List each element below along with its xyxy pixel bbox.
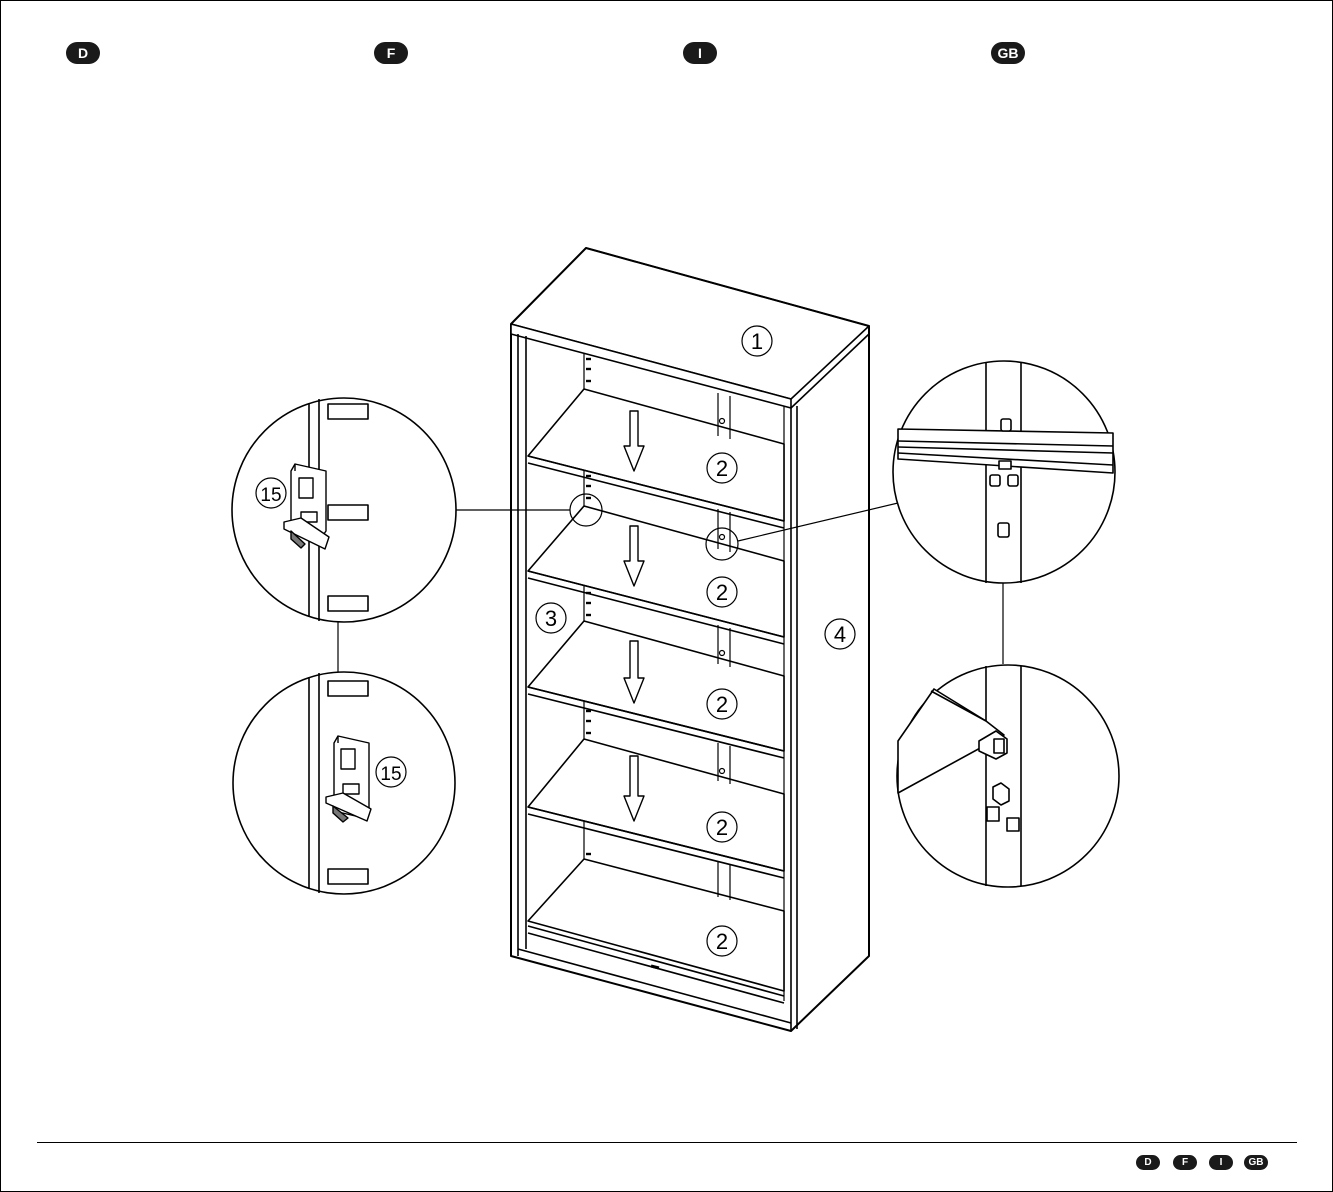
svg-text:1: 1 — [751, 329, 763, 354]
svg-text:4: 4 — [834, 622, 846, 647]
callout-top-panel: 1 — [742, 326, 772, 356]
footer-rule — [37, 1142, 1297, 1143]
shelf-4 — [528, 739, 784, 871]
shelf-3 — [528, 621, 784, 751]
callout-side-panel: 4 — [825, 619, 855, 649]
svg-text:2: 2 — [716, 929, 728, 954]
detail-left-bottom — [233, 672, 455, 894]
svg-text:2: 2 — [716, 456, 728, 481]
detail-right-top — [893, 361, 1115, 583]
footer-lang-badge-gb: GB — [1244, 1155, 1268, 1170]
svg-text:15: 15 — [260, 485, 281, 506]
shelf-1 — [528, 389, 784, 521]
footer-lang-badge-i: I — [1209, 1155, 1233, 1170]
shelves — [518, 389, 791, 1023]
cabinet — [511, 248, 869, 1031]
svg-text:2: 2 — [716, 815, 728, 840]
svg-text:3: 3 — [545, 606, 557, 631]
footer-lang-badge-d: D — [1136, 1155, 1160, 1170]
svg-text:2: 2 — [716, 692, 728, 717]
callout-side-wall: 3 — [536, 603, 566, 633]
svg-text:2: 2 — [716, 580, 728, 605]
shelf-clip-detail-top — [284, 464, 329, 549]
svg-text:15: 15 — [380, 764, 401, 785]
detail-right-bottom — [897, 665, 1119, 887]
detail-left-top — [232, 398, 456, 622]
footer-lang-badge-f: F — [1173, 1155, 1197, 1170]
